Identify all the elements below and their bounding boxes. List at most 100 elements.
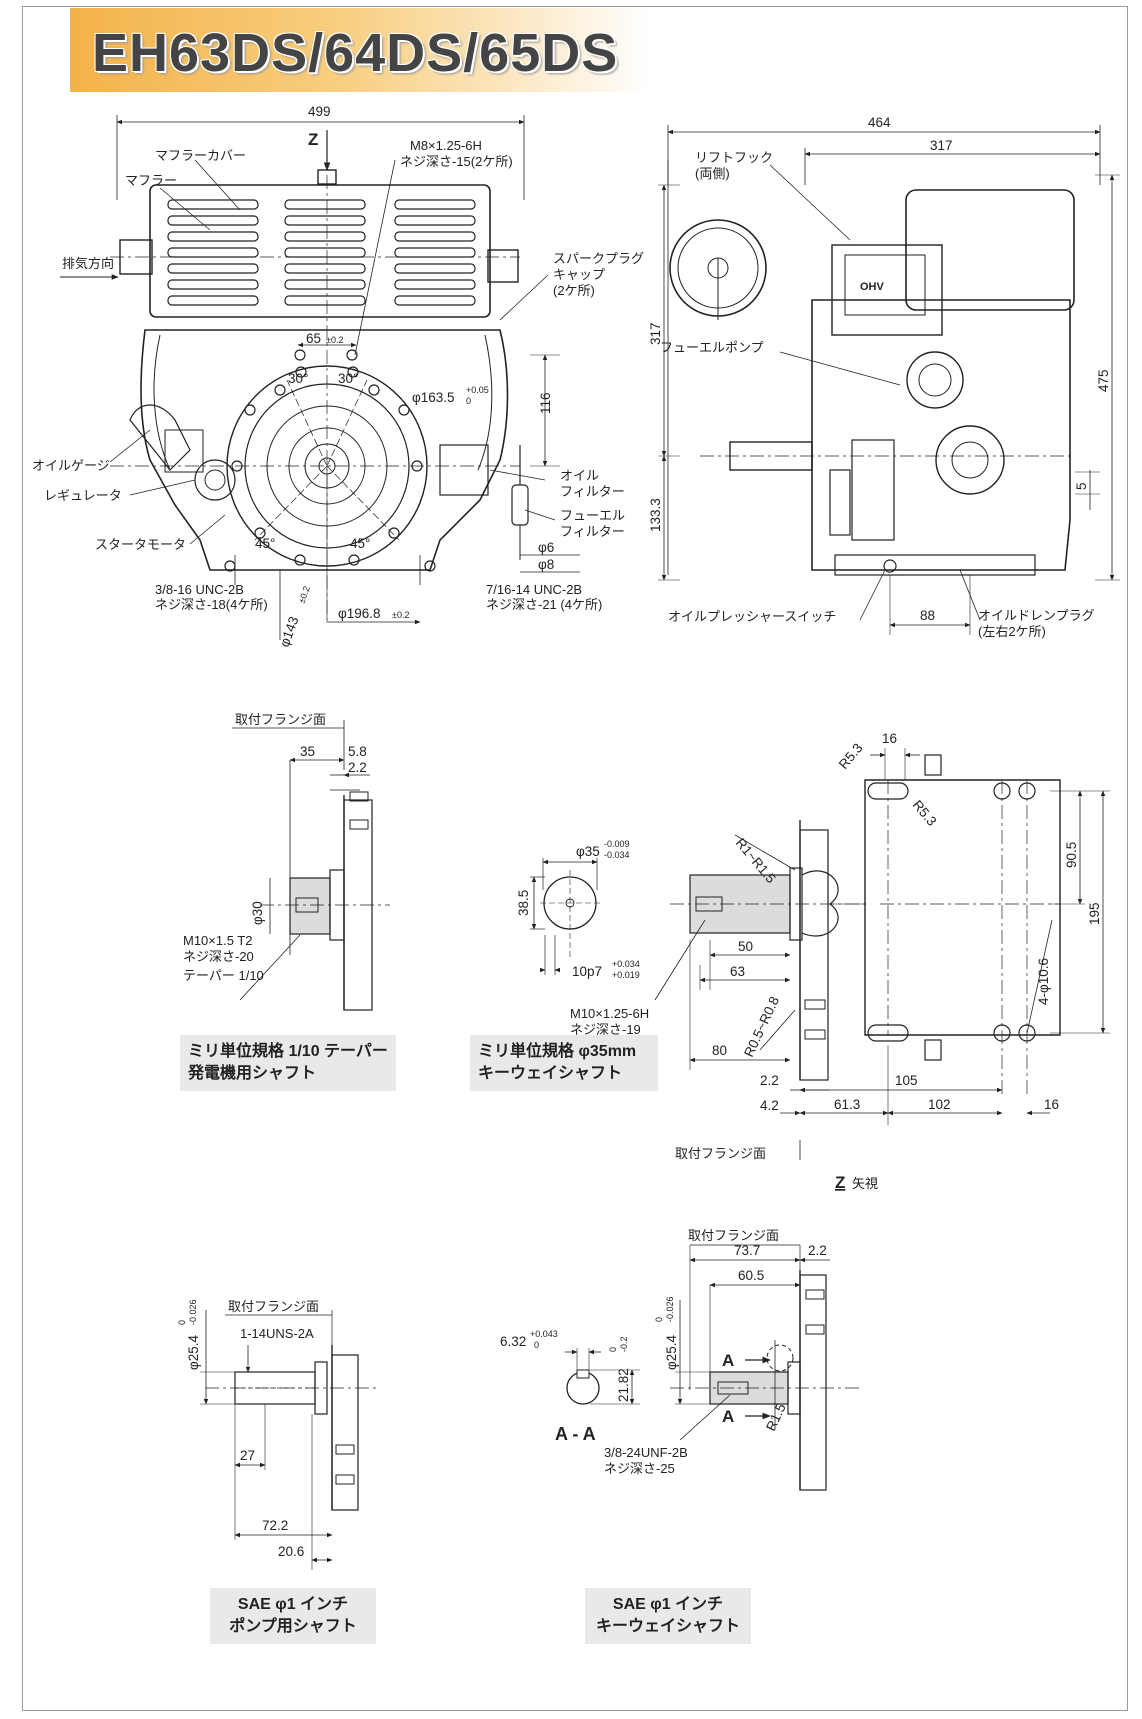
page-frame bbox=[22, 6, 1128, 1711]
dim-464: 464 bbox=[868, 115, 891, 130]
caption-saepump-line-1: SAE φ1 インチ bbox=[237, 1596, 349, 1613]
keymm-r-0-5: R0.5~R0.8 bbox=[741, 994, 782, 1059]
dim-angle-30-right: 30° bbox=[338, 371, 358, 386]
dim-angle-45-left: 45° bbox=[255, 536, 275, 551]
label-spark-plug-2: キャップ bbox=[553, 267, 605, 282]
dim-phi-6: φ6 bbox=[538, 540, 554, 555]
zview-caption-z: Z bbox=[835, 1173, 845, 1192]
zview-caption-rest: 矢視 bbox=[852, 1176, 878, 1191]
label-exhaust-direction: 排気方向 bbox=[62, 256, 114, 271]
zview-r-5-3-a: R5.3 bbox=[836, 740, 866, 771]
saekey-thread-1: 3/8-24UNF-2B bbox=[604, 1445, 688, 1460]
taper-flange-face: 取付フランジ面 bbox=[235, 712, 326, 727]
label-muffler: マフラー bbox=[125, 173, 177, 188]
dim-317-left: 317 bbox=[648, 322, 663, 345]
z-view-drawing bbox=[799, 748, 1110, 1125]
label-fuel-filter-2: フィルター bbox=[560, 524, 625, 539]
caption-key-shaft-mm: ミリ単位規格 φ35mm キーウェイシャフト bbox=[470, 1035, 658, 1091]
caption-sae-key-shaft: SAE φ1 インチ キーウェイシャフト bbox=[585, 1588, 751, 1644]
label-spark-plug-1: スパークプラグ bbox=[553, 251, 644, 266]
dim-phi-163-5: φ163.5 bbox=[412, 390, 455, 405]
caption-saekey-line-1: SAE φ1 インチ bbox=[612, 1596, 724, 1613]
dim-65-tolerance: ±0.2 bbox=[326, 335, 343, 345]
taper-thread-1: M10×1.5 T2 bbox=[183, 933, 253, 948]
saepump-phi-25-4: φ25.4 bbox=[186, 1334, 201, 1370]
dim-475: 475 bbox=[1096, 369, 1111, 392]
label-bolt-right-2: ネジ深さ-21 (4ケ所) bbox=[486, 597, 602, 612]
dim-phi-163-5-tol-upper: +0.05 bbox=[466, 385, 489, 395]
saepump-phi-tol-upper: 0 bbox=[177, 1320, 187, 1325]
zview-dim-195: 195 bbox=[1087, 902, 1102, 925]
label-ohv: OHV bbox=[860, 281, 885, 293]
front-view-drawing bbox=[60, 115, 580, 640]
caption-keymm-line-1: ミリ単位規格 φ35mm bbox=[478, 1043, 637, 1060]
zview-dim-105: 105 bbox=[895, 1073, 918, 1088]
saekey-dim-21-82: 21.82 bbox=[616, 1368, 631, 1402]
saekey-section-marker-a-bottom: A bbox=[722, 1407, 734, 1426]
keymm-dim-80: 80 bbox=[712, 1043, 727, 1058]
label-fuel-filter-1: フューエル bbox=[560, 508, 625, 523]
dim-317-top: 317 bbox=[930, 138, 953, 153]
saepump-dim-27: 27 bbox=[240, 1448, 255, 1463]
caption-keymm-line-2: キーウェイシャフト bbox=[478, 1065, 623, 1082]
keymm-phi-35-tol-upper: -0.009 bbox=[604, 839, 630, 849]
saekey-section-marker-a-top: A bbox=[722, 1351, 734, 1370]
keymm-key-tol-lower: +0.019 bbox=[612, 970, 640, 980]
zview-dim-16-top: 16 bbox=[882, 731, 897, 746]
keymm-thread-2: ネジ深さ-19 bbox=[570, 1022, 641, 1037]
zview-dim-16-bottom: 16 bbox=[1044, 1097, 1059, 1112]
caption-sae-pump-shaft: SAE φ1 インチ ポンプ用シャフト bbox=[210, 1588, 376, 1644]
saepump-dim-72-2: 72.2 bbox=[262, 1518, 288, 1533]
taper-thread-2: ネジ深さ-20 bbox=[183, 949, 254, 964]
label-bolt-right-1: 7/16-14 UNC-2B bbox=[486, 582, 582, 597]
zview-holes-4-phi-10-6: 4-φ10.6 bbox=[1036, 958, 1051, 1005]
saepump-dim-20-6: 20.6 bbox=[278, 1544, 304, 1559]
caption-taper-shaft: ミリ単位規格 1/10 テーパー 発電機用シャフト bbox=[180, 1035, 396, 1091]
label-starter-motor: スタータモータ bbox=[95, 537, 186, 552]
keymm-phi-35: φ35 bbox=[576, 844, 600, 859]
taper-shaft-text: 取付フランジ面 35 5.8 2.2 φ30 M10×1.5 T2 ネジ深さ-2… bbox=[183, 712, 367, 983]
zview-dim-102: 102 bbox=[928, 1097, 951, 1112]
label-regulator: レギュレータ bbox=[44, 488, 122, 503]
label-m8-depth: ネジ深さ-15(2ケ所) bbox=[400, 154, 513, 169]
zview-dim-61-3: 61.3 bbox=[834, 1097, 860, 1112]
saekey-dim-tol-lower: -0.2 bbox=[619, 1336, 629, 1352]
keymm-dim-4-2: 4.2 bbox=[760, 1098, 779, 1113]
keymm-dim-38-5: 38.5 bbox=[516, 890, 531, 916]
sae-key-shaft-text: 取付フランジ面 73.7 2.2 60.5 φ25.4 0 -0.026 6.3… bbox=[500, 1228, 827, 1476]
z-arrow-label: Z bbox=[308, 130, 318, 149]
z-view-text: 16 R5.3 R5.3 90.5 195 4-φ10.6 105 61.3 1… bbox=[834, 731, 1102, 1192]
keymm-phi-35-tol-lower: -0.034 bbox=[604, 850, 630, 860]
keymm-thread-1: M10×1.25-6H bbox=[570, 1006, 649, 1021]
saekey-dim-tol-upper: 0 bbox=[608, 1347, 618, 1352]
sae-pump-shaft-drawing bbox=[200, 1310, 380, 1570]
zview-r-5-3-b: R5.3 bbox=[910, 797, 940, 828]
saepump-phi-tol-lower: -0.026 bbox=[188, 1299, 198, 1325]
label-oil-drain-2: (左右2ケ所) bbox=[978, 624, 1046, 639]
label-muffler-cover: マフラーカバー bbox=[155, 148, 246, 163]
taper-dim-2-2: 2.2 bbox=[348, 760, 367, 775]
keymm-key-tol-upper: +0.034 bbox=[612, 959, 640, 969]
saekey-dim-60-5: 60.5 bbox=[738, 1268, 764, 1283]
saekey-phi-tol-upper: 0 bbox=[654, 1317, 664, 1322]
label-lift-hook-2: (両側) bbox=[695, 166, 730, 181]
caption-taper-line-1: ミリ単位規格 1/10 テーパー bbox=[188, 1043, 388, 1060]
dim-angle-30-left: 30° bbox=[288, 371, 308, 386]
label-oil-pressure-switch: オイルプレッシャースイッチ bbox=[668, 609, 836, 624]
label-lift-hook-1: リフトフック bbox=[695, 150, 773, 165]
caption-saepump-line-2: ポンプ用シャフト bbox=[229, 1618, 357, 1635]
dim-133-3: 133.3 bbox=[648, 498, 663, 532]
keymm-dim-50: 50 bbox=[738, 939, 753, 954]
saekey-key-tol-lower: 0 bbox=[534, 1340, 539, 1350]
sae-pump-shaft-text: φ25.4 0 -0.026 取付フランジ面 1-14UNS-2A 27 72.… bbox=[177, 1299, 319, 1559]
dim-65: 65 bbox=[306, 331, 321, 346]
saekey-flange-face: 取付フランジ面 bbox=[688, 1228, 779, 1243]
label-fuel-pump: フューエルポンプ bbox=[660, 340, 764, 355]
saekey-r-1-5: R1.5 bbox=[763, 1401, 789, 1433]
side-view-text: 464 317 317 133.3 475 5 88 リフトフック (両側) フ… bbox=[648, 115, 1111, 639]
dim-phi-196-8-tolerance: ±0.2 bbox=[392, 610, 409, 620]
dim-phi-143-tolerance: ±0.2 bbox=[296, 585, 311, 605]
dim-5: 5 bbox=[1074, 482, 1089, 490]
label-bolt-left-1: 3/8-16 UNC-2B bbox=[155, 582, 244, 597]
